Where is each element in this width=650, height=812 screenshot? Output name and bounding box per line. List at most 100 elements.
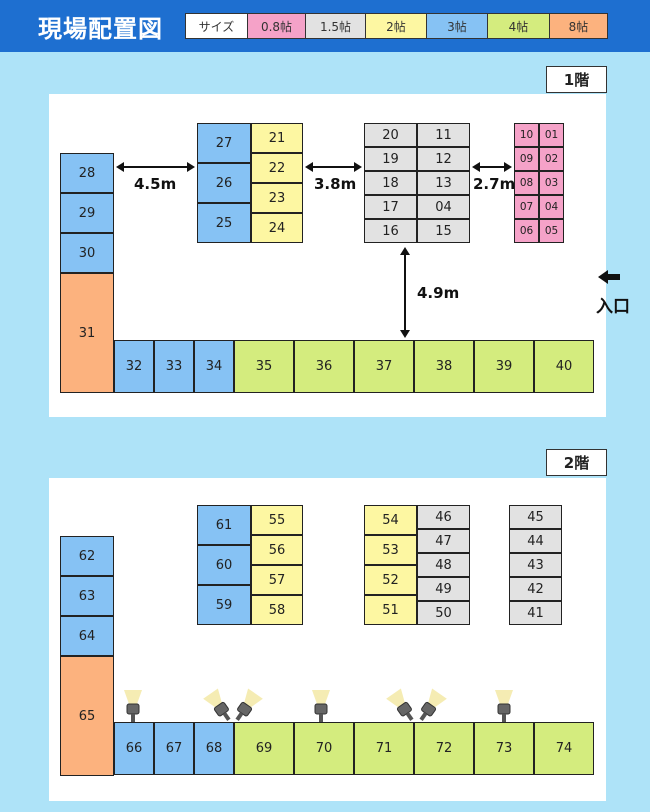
legend-item: 8帖 [550,14,607,38]
storage-unit-13[interactable]: 13 [417,171,470,195]
spotlight-icon [495,690,513,722]
spotlight-icon [124,690,142,722]
storage-unit-29[interactable]: 29 [60,193,114,233]
dimension-arrow-3-head-left [472,162,480,172]
spotlight-icon [235,688,263,721]
spotlight-icon [386,688,414,721]
storage-unit-64[interactable]: 64 [60,616,114,656]
storage-unit-27[interactable]: 27 [197,123,251,163]
storage-unit-09[interactable]: 09 [514,147,539,171]
storage-unit-70[interactable]: 70 [294,722,354,775]
storage-unit-16[interactable]: 16 [364,219,417,243]
storage-unit-28[interactable]: 28 [60,153,114,193]
dimension-label-2: 3.8m [314,175,357,193]
storage-unit-40[interactable]: 40 [534,340,594,393]
storage-unit-42[interactable]: 42 [509,577,562,601]
storage-unit-08[interactable]: 08 [514,171,539,195]
legend-item: 4帖 [488,14,550,38]
storage-unit-52[interactable]: 52 [364,565,417,595]
storage-unit-11[interactable]: 11 [417,123,470,147]
storage-unit-26[interactable]: 26 [197,163,251,203]
storage-unit-25[interactable]: 25 [197,203,251,243]
storage-unit-55[interactable]: 55 [251,505,303,535]
dimension-arrow-2-head-left [305,162,313,172]
storage-unit-50[interactable]: 50 [417,601,470,625]
storage-unit-33[interactable]: 33 [154,340,194,393]
storage-unit-72[interactable]: 72 [414,722,474,775]
storage-unit-44[interactable]: 44 [509,529,562,553]
floor-2-label: 2階 [546,449,607,476]
storage-unit-41[interactable]: 41 [509,601,562,625]
storage-unit-49[interactable]: 49 [417,577,470,601]
storage-unit-18[interactable]: 18 [364,171,417,195]
spotlight-icon [203,688,231,721]
storage-unit-24[interactable]: 24 [251,213,303,243]
storage-unit-71[interactable]: 71 [354,722,414,775]
dimension-label-3: 2.7m [473,175,516,193]
storage-unit-67[interactable]: 67 [154,722,194,775]
storage-unit-35[interactable]: 35 [234,340,294,393]
storage-unit-47[interactable]: 47 [417,529,470,553]
storage-unit-04[interactable]: 04 [539,195,564,219]
storage-unit-06[interactable]: 06 [514,219,539,243]
storage-unit-60[interactable]: 60 [197,545,251,585]
storage-unit-56[interactable]: 56 [251,535,303,565]
storage-unit-45[interactable]: 45 [509,505,562,529]
storage-unit-05[interactable]: 05 [539,219,564,243]
legend-item: サイズ [186,14,248,38]
legend-item: 0.8帖 [248,14,306,38]
storage-unit-32[interactable]: 32 [114,340,154,393]
storage-unit-66[interactable]: 66 [114,722,154,775]
storage-unit-31[interactable]: 31 [60,273,114,393]
storage-unit-23[interactable]: 23 [251,183,303,213]
spotlight-icon [312,690,330,722]
storage-unit-03[interactable]: 03 [539,171,564,195]
dimension-arrow-4-head-top [400,247,410,255]
storage-unit-58[interactable]: 58 [251,595,303,625]
dimension-arrow-3-head-right [504,162,512,172]
storage-unit-10[interactable]: 10 [514,123,539,147]
storage-unit-68[interactable]: 68 [194,722,234,775]
entrance-arrow-icon [598,270,620,284]
storage-unit-36[interactable]: 36 [294,340,354,393]
storage-unit-17[interactable]: 17 [364,195,417,219]
storage-unit-57[interactable]: 57 [251,565,303,595]
storage-unit-39[interactable]: 39 [474,340,534,393]
storage-unit-59[interactable]: 59 [197,585,251,625]
storage-unit-61[interactable]: 61 [197,505,251,545]
storage-unit-54[interactable]: 54 [364,505,417,535]
storage-unit-22[interactable]: 22 [251,153,303,183]
storage-unit-74[interactable]: 74 [534,722,594,775]
dimension-arrow-2-head-right [354,162,362,172]
storage-unit-62[interactable]: 62 [60,536,114,576]
storage-unit-65[interactable]: 65 [60,656,114,776]
storage-unit-15[interactable]: 15 [417,219,470,243]
entrance-label: 入口 [596,297,630,317]
storage-unit-53[interactable]: 53 [364,535,417,565]
storage-unit-34[interactable]: 34 [194,340,234,393]
storage-unit-12[interactable]: 12 [417,147,470,171]
storage-unit-02[interactable]: 02 [539,147,564,171]
storage-unit-73[interactable]: 73 [474,722,534,775]
storage-unit-01[interactable]: 01 [539,123,564,147]
storage-unit-63[interactable]: 63 [60,576,114,616]
storage-unit-69[interactable]: 69 [234,722,294,775]
storage-unit-51[interactable]: 51 [364,595,417,625]
storage-unit-19[interactable]: 19 [364,147,417,171]
storage-unit-30[interactable]: 30 [60,233,114,273]
storage-unit-04[interactable]: 04 [417,195,470,219]
storage-unit-38[interactable]: 38 [414,340,474,393]
dimension-label-4: 4.9m [417,284,460,302]
storage-unit-07[interactable]: 07 [514,195,539,219]
spotlight-icon [419,688,447,721]
storage-unit-21[interactable]: 21 [251,123,303,153]
storage-unit-48[interactable]: 48 [417,553,470,577]
storage-unit-46[interactable]: 46 [417,505,470,529]
dimension-arrow-1-head-left [116,162,124,172]
storage-unit-43[interactable]: 43 [509,553,562,577]
storage-unit-20[interactable]: 20 [364,123,417,147]
storage-unit-37[interactable]: 37 [354,340,414,393]
